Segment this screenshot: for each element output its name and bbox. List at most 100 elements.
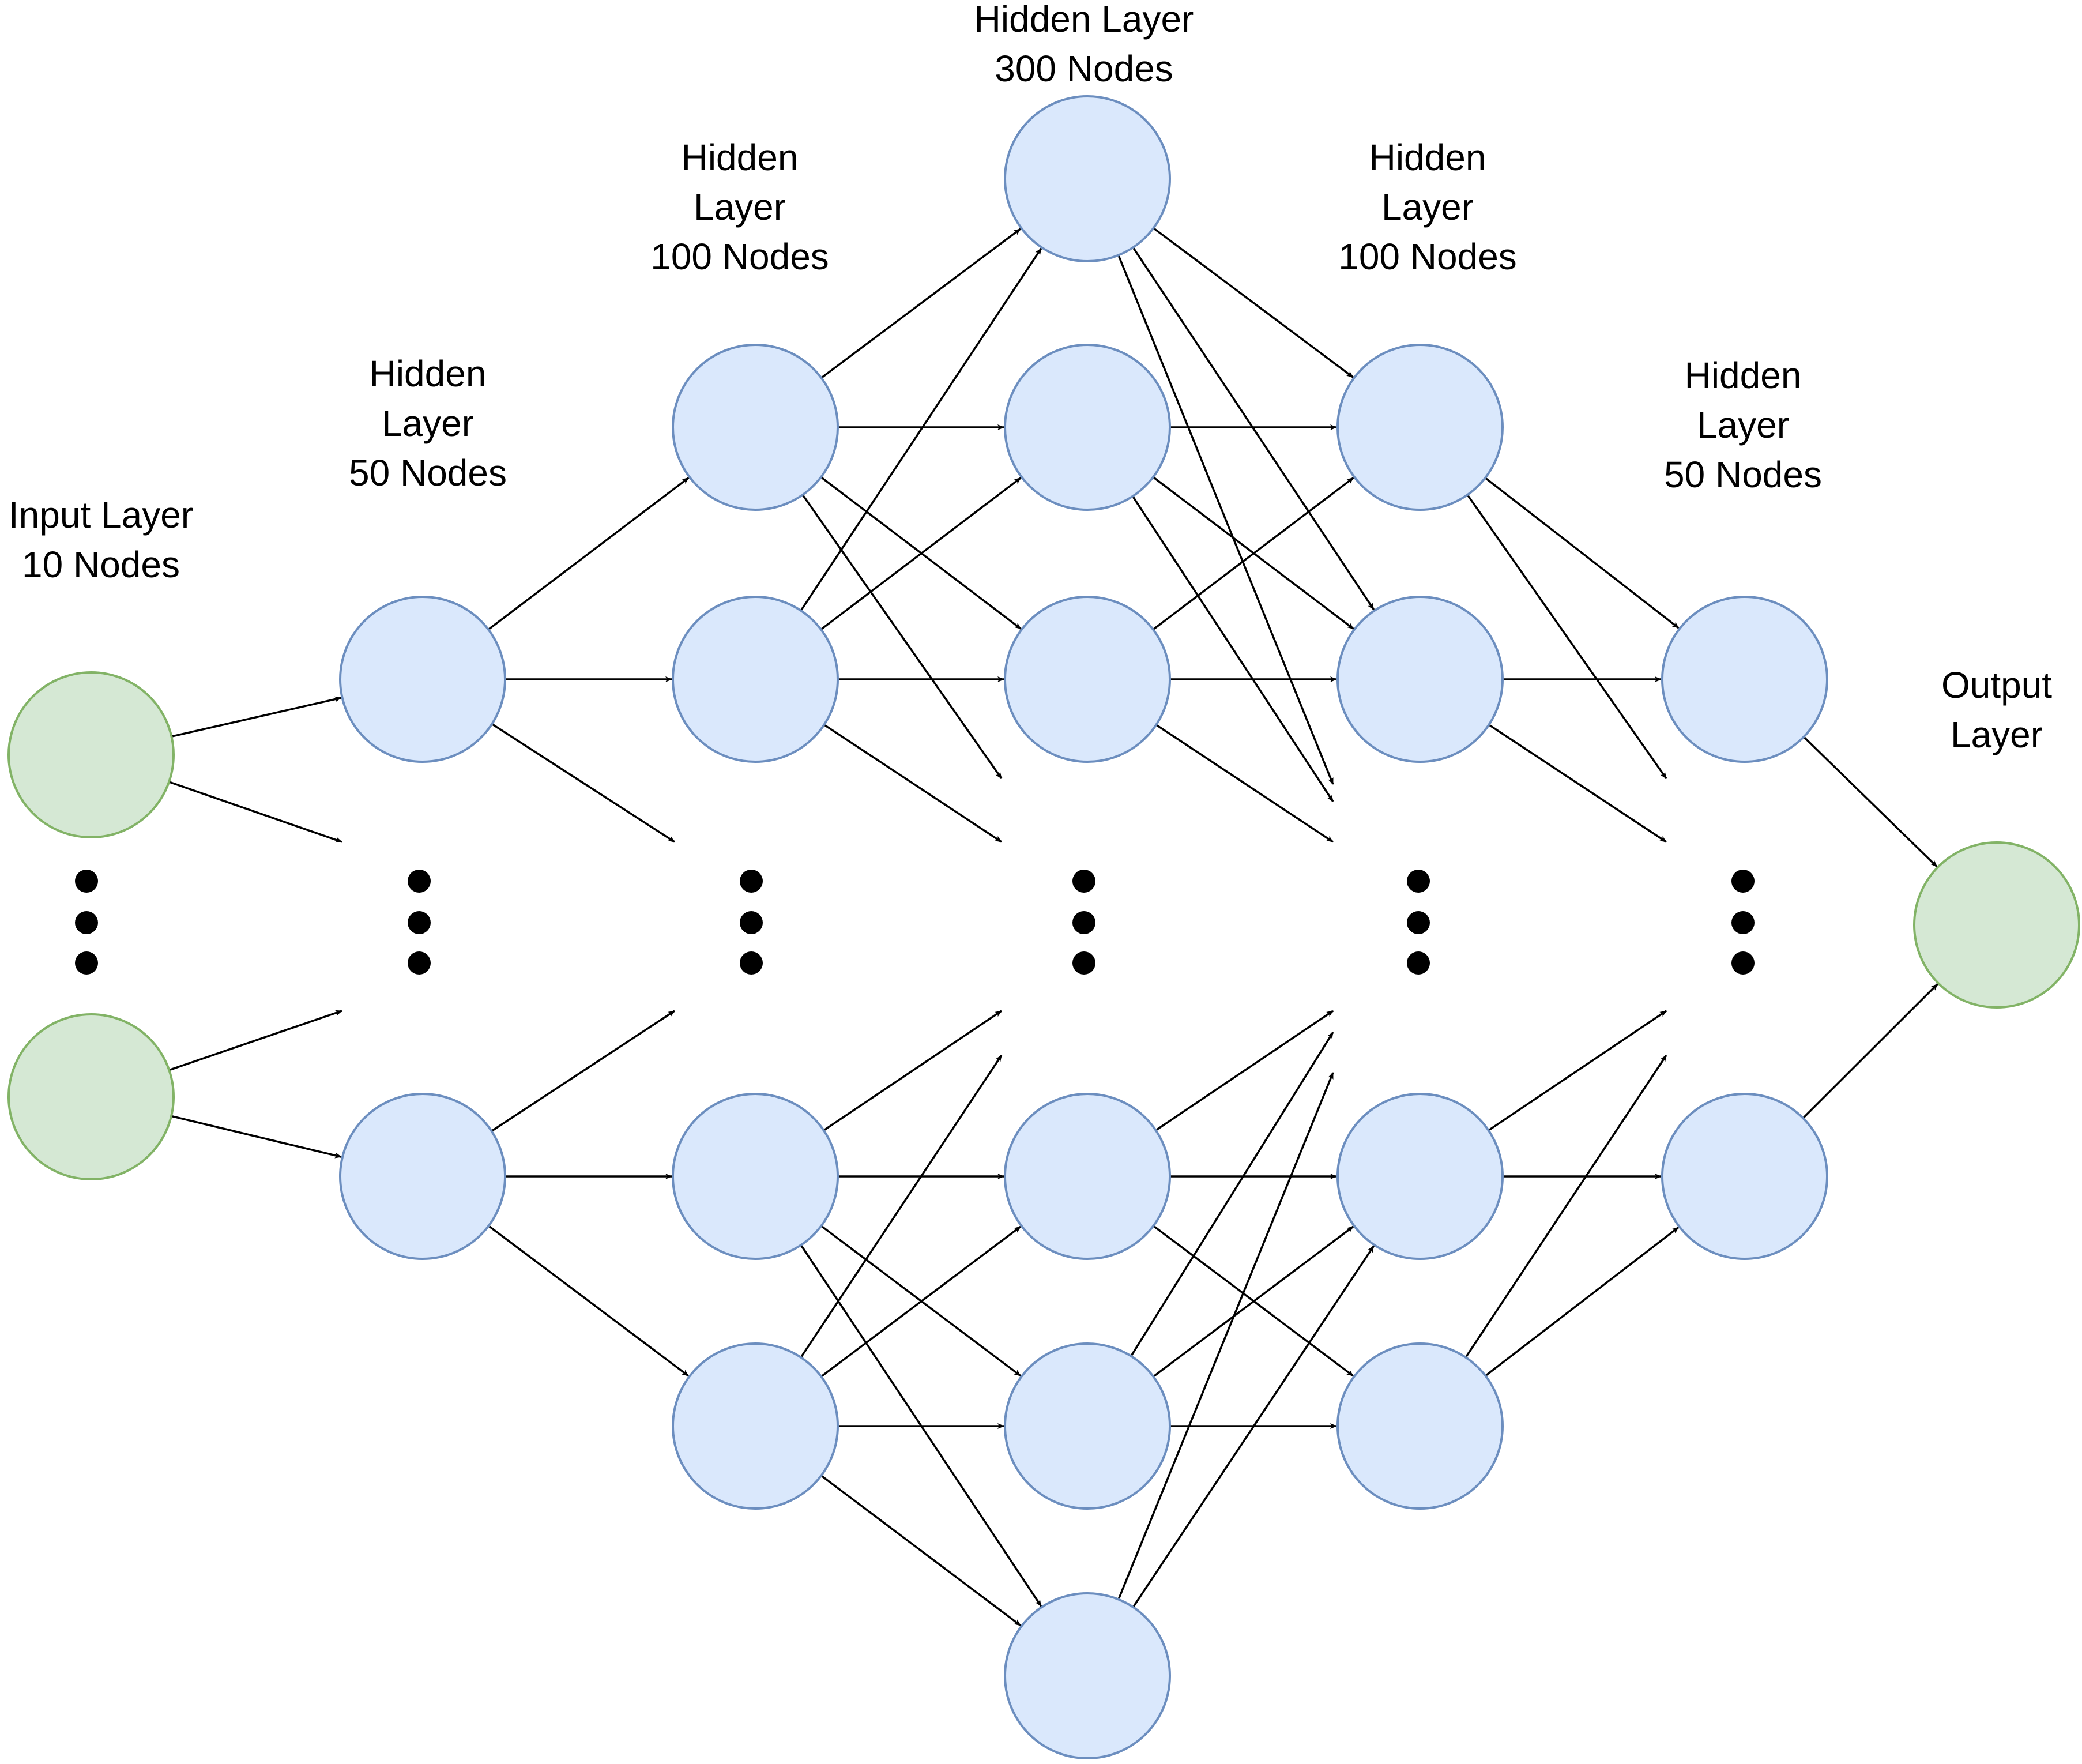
hidden-layer-5-label-line3: 50 Nodes (1664, 454, 1822, 495)
connection-arrow (1466, 494, 1667, 780)
ellipsis-dot (1407, 911, 1430, 934)
hidden-node (1661, 1093, 1828, 1260)
ellipsis-dot (1731, 911, 1755, 934)
ellipsis-dot (408, 951, 431, 975)
hidden-layer-4-label-line3: 100 Nodes (1338, 236, 1517, 277)
ellipsis-dot (1731, 951, 1755, 975)
connection-arrow (820, 228, 1021, 379)
hidden-layer-5-label: Hidden Layer 50 Nodes (1664, 351, 1822, 499)
hidden-node (1004, 344, 1171, 511)
hidden-node (672, 596, 839, 763)
hidden-node (339, 1093, 506, 1260)
hidden-layer-1-label-line2: Layer (381, 403, 475, 444)
connection-arrow (801, 494, 1003, 780)
connection-arrow (1117, 1072, 1334, 1600)
connection-arrow (820, 477, 1022, 630)
input-layer-label-line1: Input Layer (8, 494, 194, 536)
hidden-node (1004, 1342, 1171, 1510)
connection-arrow (1132, 247, 1375, 611)
ellipsis-dot (1407, 870, 1430, 893)
ellipsis-dot (408, 911, 431, 934)
hidden-node (1336, 596, 1504, 763)
connection-arrow (1484, 477, 1680, 629)
hidden-layer-1-label-line3: 50 Nodes (349, 452, 507, 494)
ellipsis-dot (75, 911, 98, 934)
connection-edges (168, 227, 1938, 1627)
input-layer-label-line2: 10 Nodes (22, 544, 180, 585)
output-layer-label-line1: Output (1941, 664, 2053, 706)
hidden-node (339, 596, 506, 763)
connection-arrow (488, 1225, 690, 1377)
connection-arrow (1802, 983, 1938, 1119)
connection-arrow (491, 723, 675, 843)
hidden-layer-2-label-line3: 100 Nodes (650, 236, 829, 277)
hidden-node (1336, 1093, 1504, 1260)
connection-arrow (171, 696, 342, 738)
connection-arrow (823, 724, 1002, 843)
connection-arrow (1117, 254, 1334, 785)
ellipsis-dot (1072, 911, 1095, 934)
connection-arrow (1464, 1055, 1667, 1358)
ellipsis-dot (408, 870, 431, 893)
hidden-layer-5-label-line1: Hidden (1684, 355, 1802, 396)
hidden-node (672, 344, 839, 511)
connection-arrow (171, 1115, 342, 1159)
hidden-layer-3-label: Hidden Layer 300 Nodes (974, 0, 1194, 93)
output-layer-label-line2: Layer (1950, 714, 2043, 755)
ellipsis-dot (740, 870, 763, 893)
hidden-node (1336, 1342, 1504, 1510)
connection-arrow (168, 781, 342, 843)
connection-arrow (1132, 495, 1334, 802)
connection-arrow (1153, 227, 1354, 378)
ellipsis-dot (1072, 951, 1095, 975)
hidden-layer-3-label-line2: 300 Nodes (995, 48, 1173, 89)
hidden-node (1661, 596, 1828, 763)
ellipsis-dot (75, 870, 98, 893)
ellipsis-dot (1731, 870, 1755, 893)
hidden-layer-3-label-line1: Hidden Layer (974, 0, 1194, 40)
connection-arrow (820, 1475, 1022, 1627)
hidden-node (672, 1093, 839, 1260)
connection-arrow (800, 247, 1042, 611)
connection-arrow (1803, 736, 1938, 868)
hidden-layer-2-label: Hidden Layer 100 Nodes (650, 133, 829, 281)
input-node (7, 1013, 175, 1180)
ellipsis-markers (75, 870, 1755, 975)
connection-arrow (1153, 1225, 1354, 1378)
hidden-layer-4-label-line1: Hidden (1369, 137, 1486, 178)
hidden-layer-1-label-line1: Hidden (369, 353, 487, 394)
connection-arrow (823, 1010, 1002, 1131)
connection-arrow (168, 1010, 342, 1071)
connection-arrow (800, 1055, 1003, 1358)
layer-nodes (7, 95, 2080, 1759)
hidden-node (1004, 596, 1171, 763)
ellipsis-dot (740, 911, 763, 934)
hidden-node (672, 1342, 839, 1510)
ellipsis-dot (75, 951, 98, 975)
connection-arrow (1488, 1010, 1667, 1131)
hidden-node (1004, 95, 1171, 262)
connection-arrow (1155, 1010, 1334, 1131)
hidden-layer-2-label-line2: Layer (693, 186, 786, 228)
connection-arrow (1132, 1245, 1375, 1608)
hidden-layer-5-label-line2: Layer (1696, 404, 1790, 446)
hidden-node (1336, 344, 1504, 511)
output-layer-label: Output Layer (1941, 660, 2052, 759)
connection-arrow (487, 477, 690, 631)
connection-arrow (1155, 724, 1334, 843)
ellipsis-dot (1072, 870, 1095, 893)
connection-arrow (820, 1225, 1022, 1378)
connection-arrow (491, 1010, 675, 1132)
input-layer-label: Input Layer 10 Nodes (9, 490, 193, 589)
hidden-layer-4-label: Hidden Layer 100 Nodes (1338, 133, 1517, 281)
connection-arrow (1488, 724, 1667, 843)
input-node (7, 671, 175, 838)
output-node (1913, 841, 2080, 1009)
connection-arrow (1485, 1227, 1680, 1377)
hidden-node (1004, 1592, 1171, 1759)
ellipsis-dot (740, 951, 763, 975)
hidden-layer-1-label: Hidden Layer 50 Nodes (349, 349, 507, 498)
connection-arrow (1152, 477, 1354, 631)
hidden-layer-4-label-line2: Layer (1381, 186, 1474, 228)
